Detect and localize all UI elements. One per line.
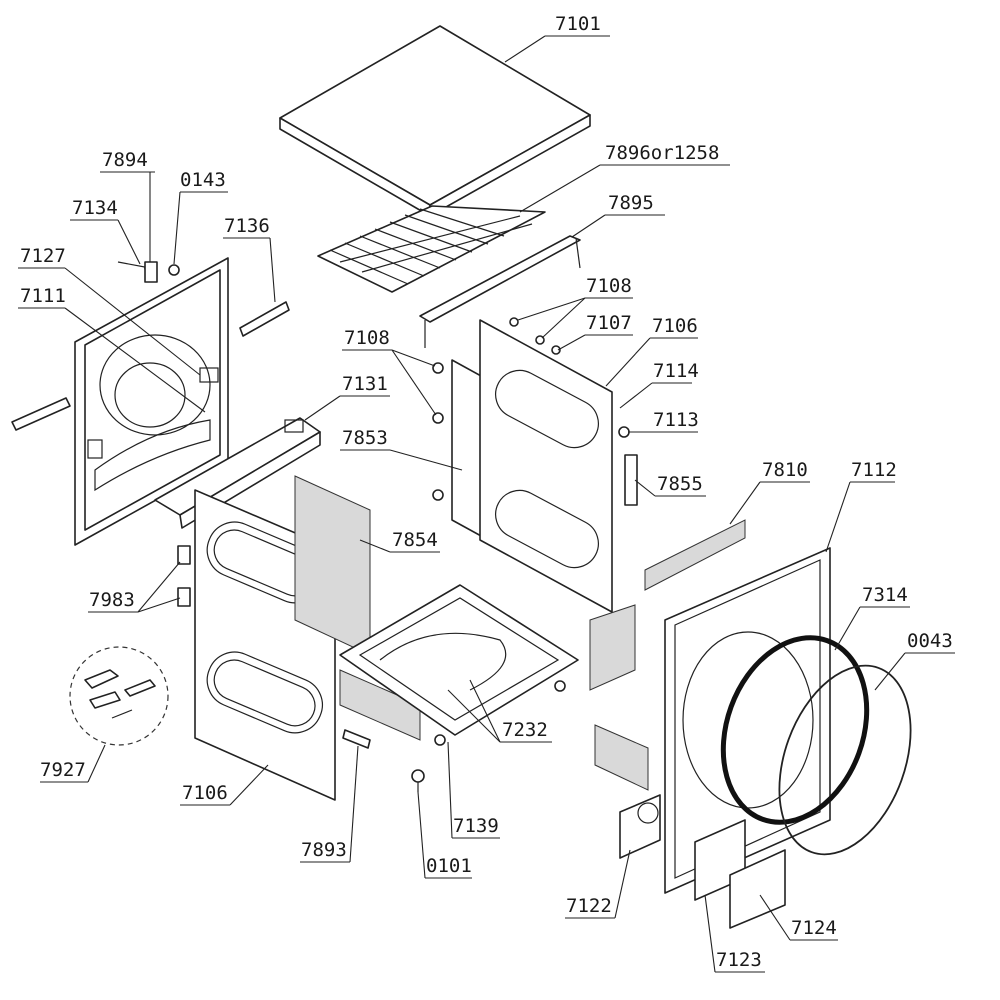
- part-hinge-left: [11, 397, 71, 431]
- label-0043: 0043: [907, 630, 953, 652]
- label-7136: 7136: [224, 215, 270, 237]
- part-foot-0101: [411, 769, 425, 792]
- label-7112: 7112: [851, 459, 897, 481]
- part-rear-panel: [74, 257, 229, 546]
- part-insulation-7854: [294, 475, 421, 741]
- label-7106-right: 7106: [652, 315, 698, 337]
- label-7139: 7139: [453, 815, 499, 837]
- label-7896or1258: 7896or1258: [605, 142, 719, 164]
- part-latch-7855: [618, 426, 638, 506]
- label-0101: 0101: [426, 855, 472, 877]
- label-7111: 7111: [20, 285, 66, 307]
- label-7854: 7854: [392, 529, 438, 551]
- label-7107: 7107: [586, 312, 632, 334]
- label-7123: 7123: [716, 949, 762, 971]
- part-base: [339, 584, 579, 746]
- leader-lines: [18, 35, 955, 973]
- part-feet-7983: [177, 545, 191, 607]
- part-hinge-7136: [239, 301, 290, 337]
- label-7232: 7232: [502, 719, 548, 741]
- part-top-rail: [419, 235, 581, 348]
- part-bracket-7894: [144, 261, 158, 283]
- part-front-panel: [619, 547, 831, 929]
- label-7893: 7893: [301, 839, 347, 861]
- part-side-panel-right: [432, 317, 613, 613]
- label-7127: 7127: [20, 245, 66, 267]
- label-0143: 0143: [180, 169, 226, 191]
- label-7895: 7895: [608, 192, 654, 214]
- part-front-insulation: [589, 519, 746, 791]
- label-7101: 7101: [555, 13, 601, 35]
- label-7314: 7314: [862, 584, 908, 606]
- label-7894: 7894: [102, 149, 148, 171]
- label-7106-left: 7106: [182, 782, 228, 804]
- label-7134: 7134: [72, 197, 118, 219]
- part-door-seal: [720, 635, 870, 825]
- part-top-cover: [279, 25, 591, 217]
- label-7131: 7131: [342, 373, 388, 395]
- label-7114: 7114: [653, 360, 699, 382]
- label-7113: 7113: [653, 409, 699, 431]
- part-clip-0143: [168, 264, 180, 276]
- part-grille: [317, 205, 546, 293]
- label-7122: 7122: [566, 895, 612, 917]
- label-7983: 7983: [89, 589, 135, 611]
- label-7810: 7810: [762, 459, 808, 481]
- label-7853: 7853: [342, 427, 388, 449]
- label-7927: 7927: [40, 759, 86, 781]
- label-7108-right: 7108: [586, 275, 632, 297]
- label-7855: 7855: [657, 473, 703, 495]
- label-7108-left: 7108: [344, 327, 390, 349]
- label-7124: 7124: [791, 917, 837, 939]
- part-door-ring: [778, 664, 912, 856]
- part-kit-7927: [69, 646, 169, 746]
- part-strip-7893: [342, 729, 371, 749]
